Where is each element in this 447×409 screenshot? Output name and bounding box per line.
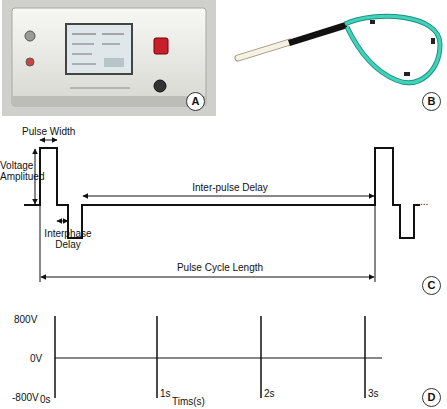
dimension-label: Pulse Width: [22, 126, 82, 137]
panel-letter: D: [428, 392, 436, 403]
dimension-label: Pulse Cycle Length: [150, 262, 290, 273]
panel-letter: A: [192, 96, 200, 107]
dimension-label: Inter-pulse Delay: [160, 182, 300, 193]
pulse-waveform: [24, 140, 420, 282]
panel-letter: C: [428, 280, 436, 291]
device-photo: [2, 0, 216, 116]
axis-tick-label: 1s: [160, 388, 174, 399]
panel-badge: D: [422, 388, 441, 407]
pulse-train-plot: [55, 316, 382, 398]
panel-badge: B: [422, 92, 441, 111]
dimension-label: Interphase Delay: [44, 228, 92, 250]
axis-title: Tims(s): [172, 396, 222, 407]
axis-tick-label: 2s: [264, 388, 278, 399]
dimension-label: Voltage Amplitued: [0, 160, 34, 182]
axis-tick-label: 0s: [40, 394, 54, 405]
panel-badge: C: [422, 276, 441, 295]
panel-letter: B: [428, 96, 436, 107]
axis-tick-label: 3s: [368, 388, 382, 399]
panel-badge: A: [186, 92, 205, 111]
axis-tick-label: 800V: [14, 314, 54, 325]
axis-tick-label: 0V: [30, 353, 54, 364]
catheter-photo: [238, 16, 440, 82]
continuation-mark: ...: [420, 196, 440, 207]
